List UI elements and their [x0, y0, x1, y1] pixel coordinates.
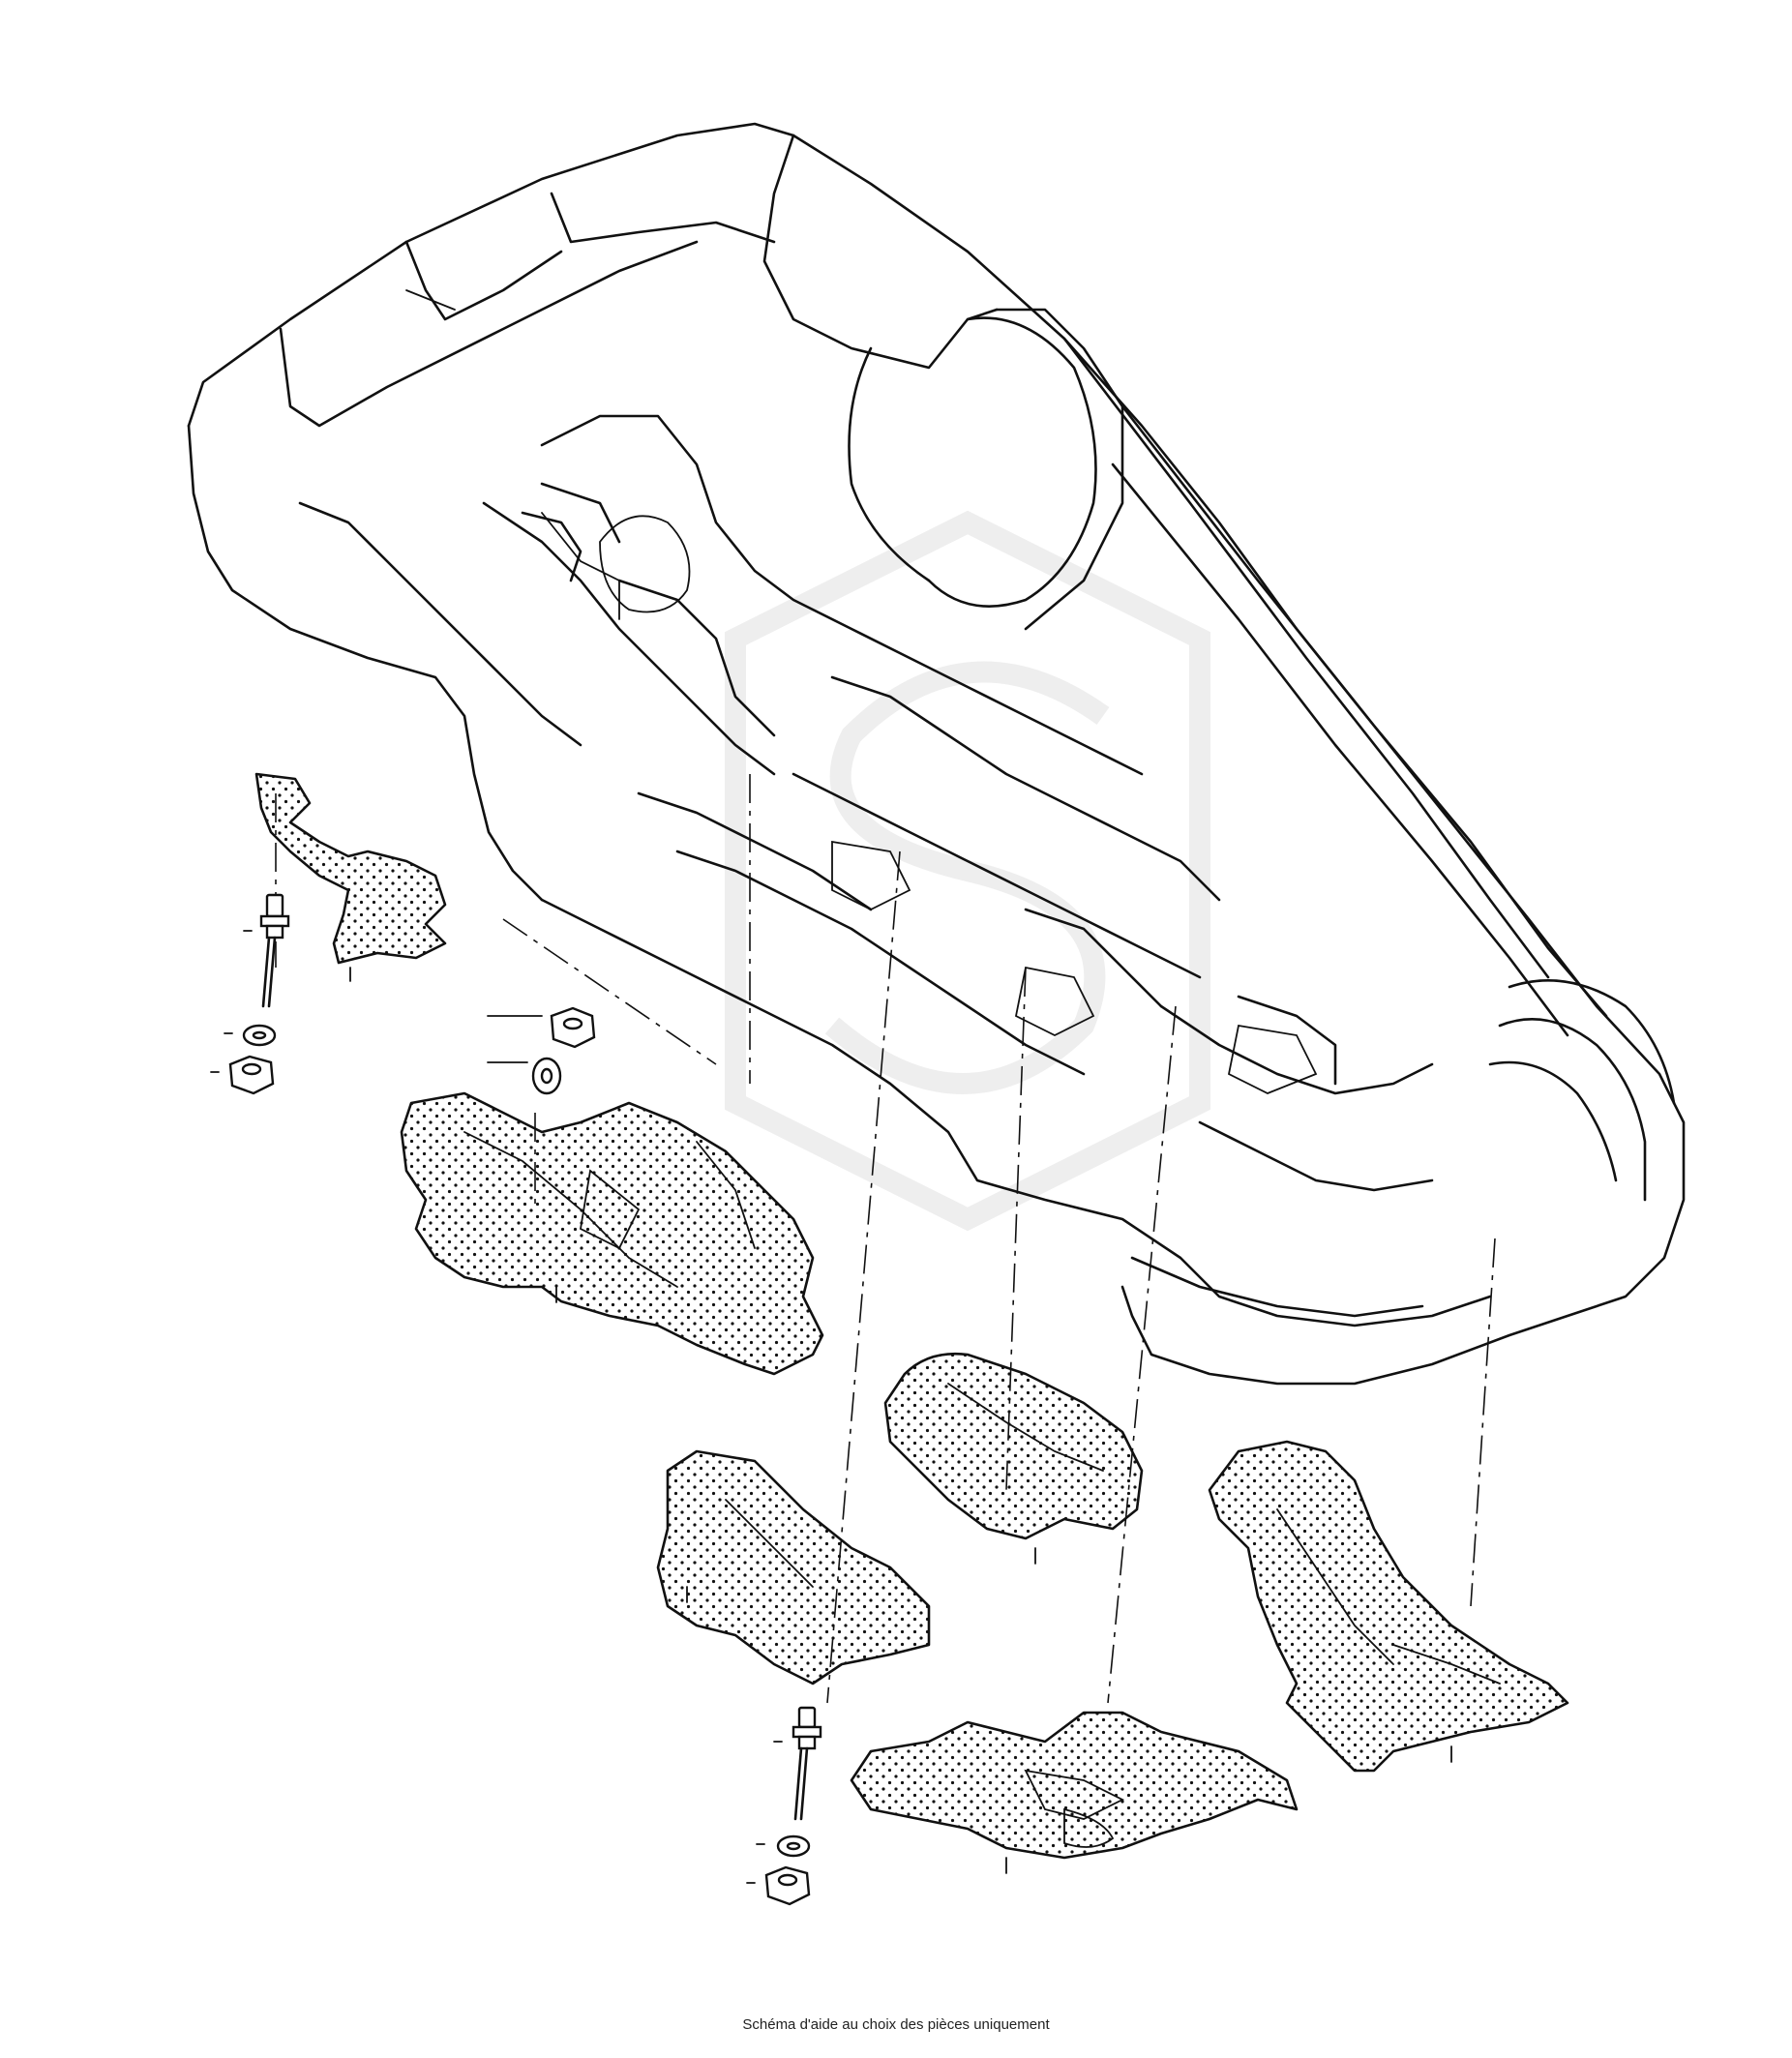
stud-bolt-center[interactable] — [773, 1706, 822, 1821]
shield-details — [463, 1131, 1501, 1848]
hex-nut-left[interactable] — [210, 1055, 275, 1095]
caption: Schéma d'aide au choix des pièces unique… — [742, 2016, 1050, 2033]
washer-lower[interactable] — [756, 1834, 811, 1858]
heat-shield-tunnel[interactable] — [883, 1352, 1144, 1540]
heat-shield-rear-floor[interactable] — [850, 1711, 1299, 1860]
stud-bolt-left[interactable] — [243, 893, 290, 1008]
hex-nut-lower[interactable] — [746, 1865, 811, 1906]
part-ticks — [349, 967, 1452, 1874]
hex-nut-center[interactable] — [487, 1006, 596, 1049]
heat-shield-rear-right[interactable] — [1208, 1440, 1569, 1773]
washer-left[interactable] — [224, 1024, 277, 1047]
heat-shield-front-left[interactable] — [400, 1091, 824, 1376]
watermark-logo — [725, 510, 1210, 1232]
washer-center[interactable] — [487, 1057, 562, 1095]
heat-shield-front-small[interactable] — [254, 772, 447, 965]
vehicle-underbody — [187, 122, 1686, 1386]
